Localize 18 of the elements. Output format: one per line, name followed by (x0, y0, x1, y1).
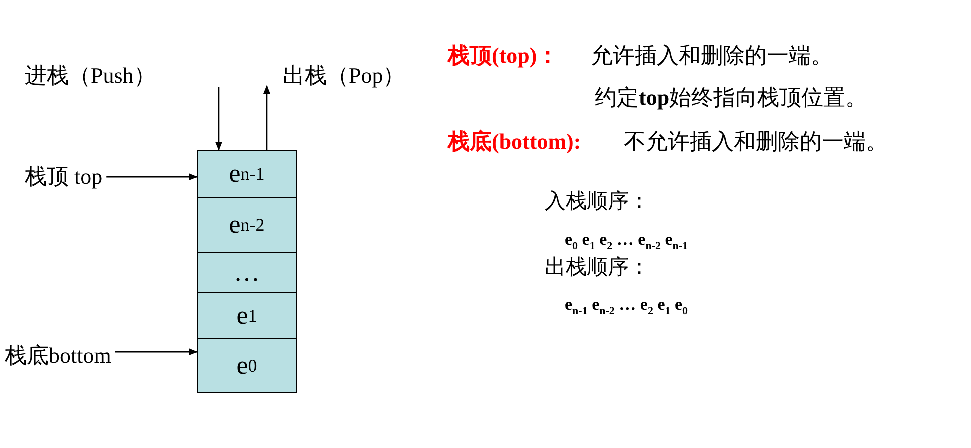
note-text: 出栈顺序： (545, 256, 650, 280)
note-text: 栈顶(top)： (448, 44, 560, 68)
note-text: e$_{n-1}$ e$_{n-2}$ … e$_{2}$ e$_{1}$ e$_{0}$ (565, 296, 688, 318)
note-text: 约定top始终指向栈顶位置。 (595, 86, 868, 110)
stack-label: 进栈（Push） (25, 64, 156, 88)
stack-label: 出栈（Pop） (283, 64, 406, 88)
arrow (106, 173, 198, 181)
note-text: e$_{0}$ e$_{1}$ e$_{2}$ … e$_{n-2}$ e$_{n-1}$ (565, 231, 688, 252)
arrow (215, 87, 223, 151)
arrow (115, 348, 198, 356)
note-text: 栈底(bottom): (448, 130, 582, 154)
note-text: 允许插入和删除的一端。 (591, 44, 833, 68)
stack-label: 栈顶 top (25, 165, 103, 190)
stack-cell: … (197, 252, 297, 293)
stack-label: 栈底bottom (5, 344, 112, 368)
arrow (263, 85, 271, 150)
note-text: 入栈顺序： (545, 190, 650, 214)
note-text: 不允许插入和删除的一端。 (624, 130, 888, 154)
